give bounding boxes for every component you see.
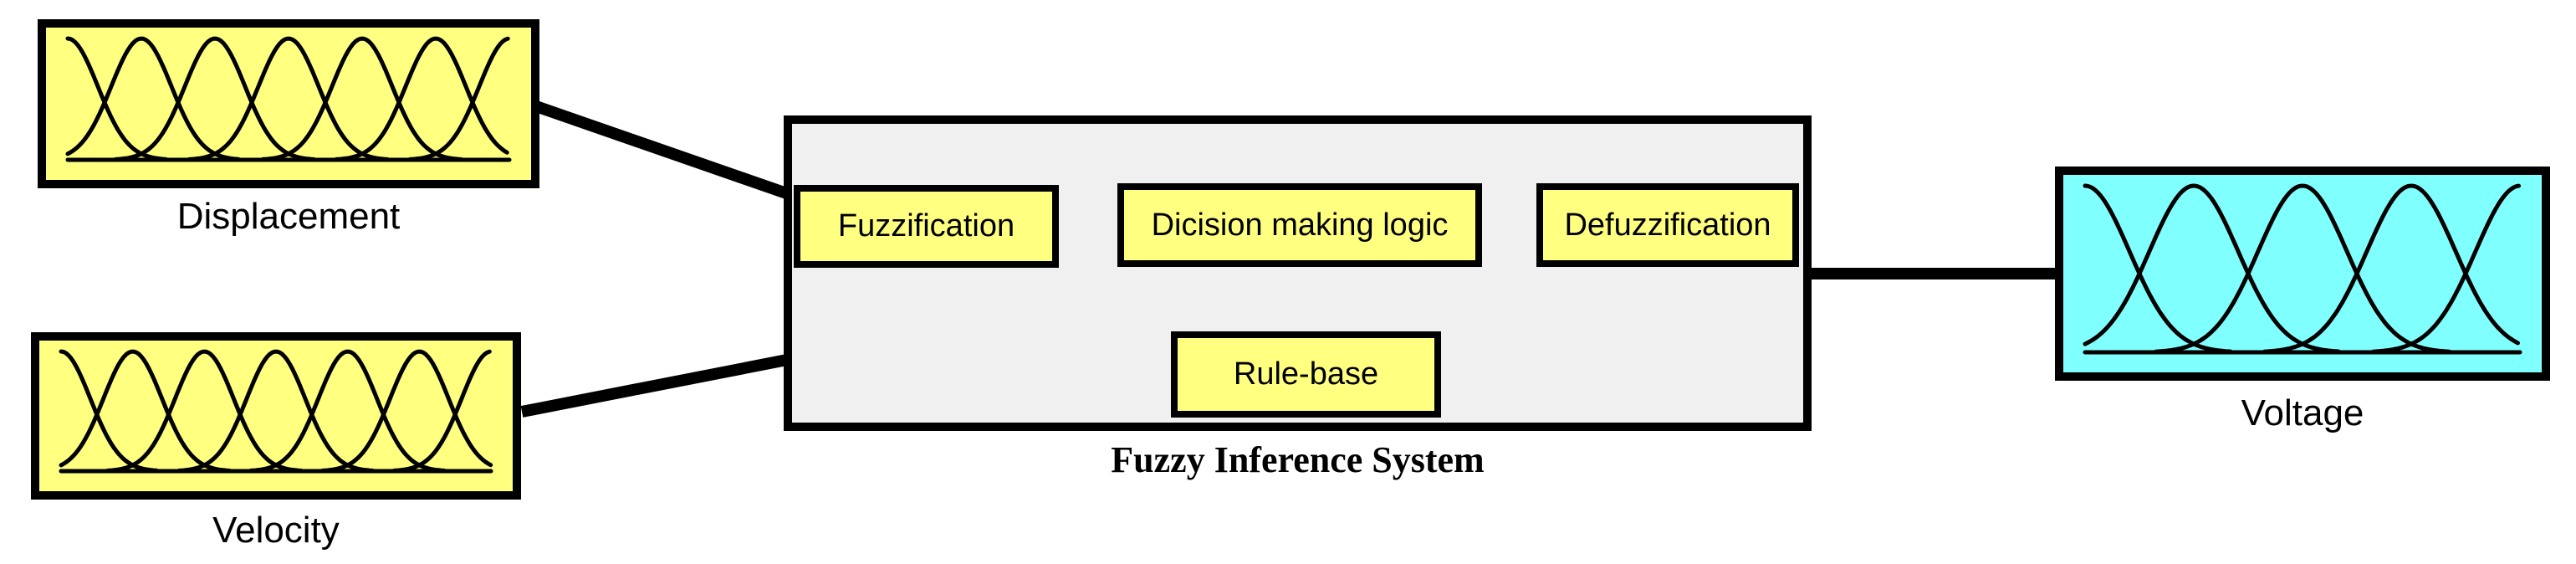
- decision-making-logic-block: Dicision making logic: [1117, 183, 1482, 267]
- velocity-to-fis-connector: [520, 353, 793, 418]
- defuzzification-block: Defuzzification: [1536, 183, 1799, 267]
- displacement-membership-curves: [65, 36, 512, 162]
- rule-base-block-label: Rule-base: [1233, 356, 1379, 392]
- decision-making-logic-block-label: Dicision making logic: [1151, 207, 1449, 243]
- voltage-membership-box: [2055, 167, 2550, 381]
- fis-caption: Fuzzy Inference System: [1111, 439, 1485, 480]
- displacement-membership-box: [38, 19, 539, 188]
- displacement-to-fis-connector: [531, 100, 794, 201]
- velocity-membership-box: [31, 332, 521, 500]
- voltage-membership-curves: [2083, 183, 2522, 355]
- voltage-label: Voltage: [2241, 392, 2364, 433]
- defuzzification-block-label: Defuzzification: [1564, 207, 1771, 243]
- fuzzification-block: Fuzzification: [794, 185, 1059, 268]
- fuzzification-block-label: Fuzzification: [837, 208, 1015, 244]
- velocity-membership-curves: [59, 349, 493, 474]
- velocity-label: Velocity: [212, 510, 340, 551]
- rule-base-block: Rule-base: [1171, 331, 1441, 418]
- displacement-label: Displacement: [176, 196, 401, 237]
